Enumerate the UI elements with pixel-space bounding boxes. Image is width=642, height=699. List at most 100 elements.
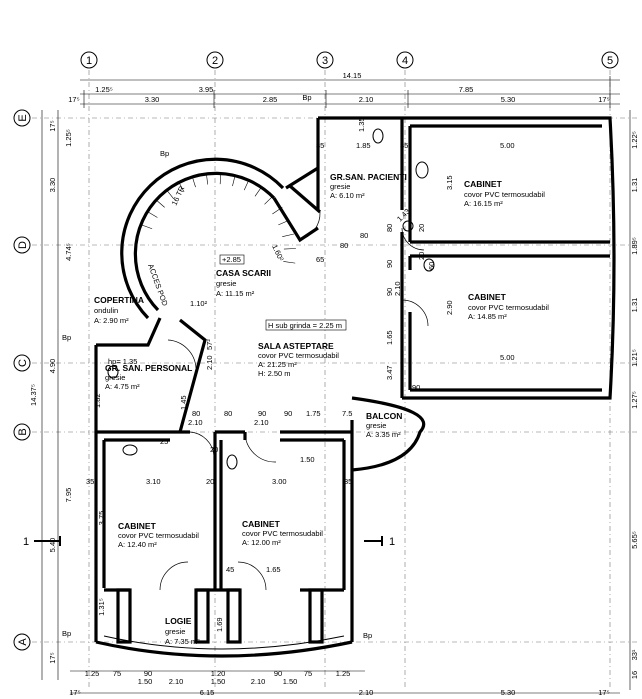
svg-text:20: 20 [417, 224, 426, 232]
svg-text:CABINET: CABINET [468, 292, 507, 302]
stair-tread [278, 219, 290, 226]
svg-text:A: 7.35 m²: A: 7.35 m² [165, 637, 200, 646]
svg-text:2.10: 2.10 [169, 677, 184, 686]
stair-tread [165, 189, 174, 199]
svg-text:ondulin: ondulin [94, 306, 118, 315]
svg-text:gresie: gresie [105, 373, 125, 382]
svg-text:16: 16 [630, 671, 639, 679]
svg-text:35: 35 [344, 477, 352, 486]
svg-text:75: 75 [113, 669, 121, 678]
room-balcon: BALCON gresie A: 3.35 m² [366, 411, 402, 439]
grid-bubble-C: C [13, 354, 31, 372]
svg-text:90: 90 [412, 383, 420, 392]
svg-text:90: 90 [385, 288, 394, 296]
stair-tread [232, 174, 236, 187]
svg-text:80: 80 [340, 241, 348, 250]
svg-text:gresie: gresie [216, 279, 236, 288]
svg-text:Bp: Bp [363, 631, 372, 640]
svg-text:1.25: 1.25 [85, 669, 100, 678]
svg-text:20: 20 [417, 252, 426, 260]
stair-tread [283, 248, 296, 250]
svg-text:3.30: 3.30 [145, 95, 160, 104]
svg-text:1.21⁵: 1.21⁵ [630, 349, 639, 367]
svg-text:17⁵: 17⁵ [69, 688, 80, 697]
svg-text:1.31: 1.31 [630, 178, 639, 193]
section-line: 1 1 [23, 536, 395, 548]
svg-text:2.10: 2.10 [359, 688, 374, 697]
svg-text:4: 4 [402, 55, 408, 67]
room-cabinet-2: CABINET covor PVC termosudabil A: 14.85 … [468, 292, 549, 321]
svg-text:1.65: 1.65 [266, 565, 281, 574]
sanitary-fixtures [107, 128, 435, 470]
svg-text:1.75: 1.75 [306, 409, 321, 418]
room-cabinet-1: CABINET covor PVC termosudabil A: 16.15 … [464, 179, 545, 208]
svg-text:14.37⁵: 14.37⁵ [29, 384, 38, 406]
svg-text:CABINET: CABINET [242, 519, 281, 529]
stair-tread [272, 207, 283, 215]
svg-text:25: 25 [160, 437, 168, 446]
svg-text:D: D [17, 241, 29, 249]
grid-bubble-A: A [13, 633, 31, 651]
svg-text:3.75: 3.75 [97, 511, 106, 526]
bp-tags: Bp Bp Bp Bp [62, 149, 372, 640]
svg-text:CASA SCARII: CASA SCARII [216, 268, 271, 278]
svg-text:80: 80 [192, 409, 200, 418]
svg-text:1.89⁵: 1.89⁵ [630, 237, 639, 255]
grid-bubble-2: 2 [206, 51, 224, 69]
svg-text:17⁵: 17⁵ [68, 95, 79, 104]
stair-tread [219, 172, 222, 185]
svg-text:B: B [17, 428, 29, 435]
svg-text:20: 20 [206, 477, 214, 486]
svg-text:7.95: 7.95 [64, 488, 73, 503]
svg-text:5.30: 5.30 [501, 95, 516, 104]
grid-bubble-5: 5 [601, 51, 619, 69]
svg-text:17⁵: 17⁵ [48, 120, 57, 131]
svg-text:3.95: 3.95 [199, 85, 214, 94]
svg-text:gresie: gresie [366, 421, 386, 430]
grid-bubble-4: 4 [396, 51, 414, 69]
grid-bubble-B: B [13, 423, 31, 441]
stair-tread [146, 211, 158, 218]
left-dimensions: 14.37⁵ 17⁵ 1.25⁵ 3.30 4.74⁵ 4.90 7.95 5.… [29, 110, 106, 680]
svg-text:3.00: 3.00 [272, 477, 287, 486]
stair-tread [254, 186, 263, 197]
svg-text:2.85: 2.85 [263, 95, 278, 104]
svg-text:1: 1 [23, 536, 29, 548]
bottom-dimensions: 1.25 75 90 1.20 90 75 1.25 1.50 2.10 1.5… [69, 669, 620, 697]
svg-text:6.15: 6.15 [200, 688, 215, 697]
grid-bubble-E: E [13, 109, 31, 127]
svg-text:A: 2.90 m²: A: 2.90 m² [94, 316, 129, 325]
stair-tread [243, 179, 250, 191]
svg-text:covor PVC termosudabil: covor PVC termosudabil [118, 531, 199, 540]
room-casa-scarii: CASA SCARII gresie A: 11.15 m² [216, 268, 271, 298]
svg-text:57²: 57² [205, 339, 214, 350]
svg-text:90: 90 [284, 409, 292, 418]
svg-text:14.15: 14.15 [343, 71, 362, 80]
svg-text:4.90: 4.90 [48, 359, 57, 374]
doors [159, 211, 429, 591]
svg-text:90: 90 [385, 260, 394, 268]
svg-text:1.45: 1.45 [179, 395, 188, 410]
svg-text:1.60²: 1.60² [270, 243, 286, 263]
svg-text:gresie: gresie [165, 627, 185, 636]
svg-text:90: 90 [258, 409, 266, 418]
svg-text:1.22⁵: 1.22⁵ [630, 131, 639, 149]
svg-text:2: 2 [212, 55, 218, 67]
svg-text:35: 35 [86, 477, 94, 486]
svg-text:3.15: 3.15 [445, 175, 454, 190]
svg-text:7.85: 7.85 [459, 85, 474, 94]
svg-text:covor PVC termosudabil: covor PVC termosudabil [468, 303, 549, 312]
svg-text:3.10: 3.10 [146, 477, 161, 486]
svg-text:3: 3 [322, 55, 328, 67]
stair-treads [140, 172, 296, 264]
svg-text:3.47: 3.47 [385, 365, 394, 380]
svg-text:1.35: 1.35 [357, 117, 366, 132]
svg-text:7.5: 7.5 [342, 409, 352, 418]
svg-text:H: 2.50 m: H: 2.50 m [258, 369, 291, 378]
walls [94, 116, 616, 658]
svg-text:C: C [17, 359, 29, 367]
svg-text:A: 14.85 m²: A: 14.85 m² [468, 312, 507, 321]
svg-text:2.10: 2.10 [251, 677, 266, 686]
svg-text:2.10: 2.10 [393, 281, 402, 296]
svg-text:1.65: 1.65 [385, 330, 394, 345]
